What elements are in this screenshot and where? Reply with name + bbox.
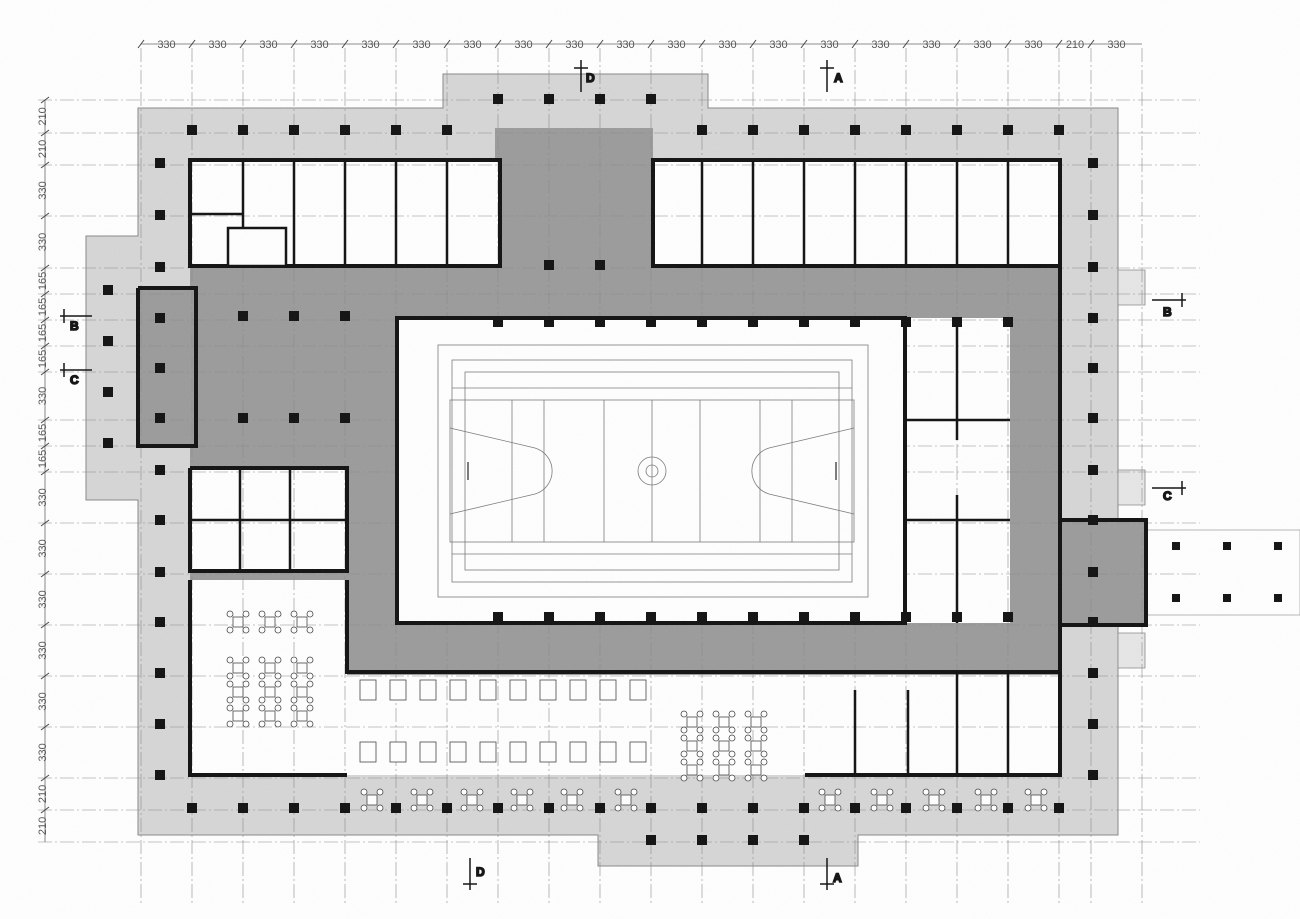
- paper-texture: [0, 0, 1300, 919]
